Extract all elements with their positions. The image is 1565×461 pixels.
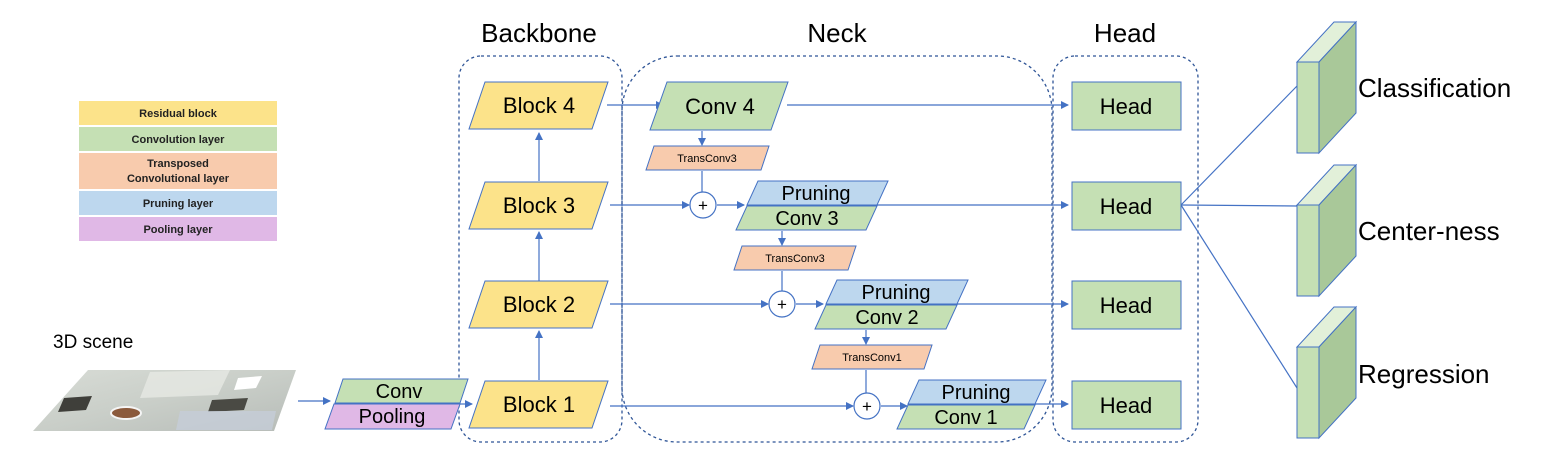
scene-image — [33, 370, 296, 431]
plus-node-3: + — [853, 392, 881, 420]
regression-label: Regression — [1358, 359, 1490, 389]
neck-conv-4: Conv 4 — [649, 81, 789, 131]
legend-residual-label: Residual block — [139, 108, 218, 120]
transconv1-label: TransConv1 — [842, 352, 902, 364]
output-box-classification — [1295, 20, 1358, 155]
backbone-title: Backbone — [481, 18, 597, 48]
block-1-label: Block 1 — [503, 392, 575, 417]
plus-node-1: + — [689, 191, 717, 219]
head-4: Head — [1071, 380, 1182, 430]
legend-pruning-label: Pruning layer — [143, 198, 214, 210]
pruning-1-label: Pruning — [942, 382, 1011, 404]
backbone-block-2: Block 2 — [468, 280, 609, 329]
neck-transconv1: TransConv1 — [811, 344, 933, 370]
transconv3-b-label: TransConv3 — [765, 253, 825, 265]
stem-conv-label: Conv — [376, 381, 423, 403]
output-box-regression — [1295, 305, 1358, 440]
neck-pruning-conv-1: Pruning Conv 1 — [896, 379, 1047, 430]
legend-transposed-label-1: Transposed — [147, 158, 209, 170]
head-2: Head — [1071, 181, 1182, 231]
conv-4-label: Conv 4 — [685, 94, 755, 119]
legend-transposed-swatch — [79, 153, 277, 189]
pruning-3-label: Pruning — [782, 183, 851, 205]
head-1: Head — [1071, 81, 1182, 131]
legend-conv-label: Convolution layer — [132, 134, 226, 146]
legend-residual-swatch — [79, 101, 277, 125]
head-3: Head — [1071, 280, 1182, 330]
neck-transconv3-b: TransConv3 — [733, 245, 857, 271]
conv-3-label: Conv 3 — [775, 208, 838, 230]
legend-transposed-label-2: Convolutional layer — [127, 173, 230, 185]
neck-title: Neck — [807, 18, 867, 48]
legend-pooling-label: Pooling layer — [143, 224, 213, 236]
head-title: Head — [1094, 18, 1156, 48]
classification-label: Classification — [1358, 73, 1511, 103]
legend: Residual block Convolution layer Transpo… — [79, 101, 277, 241]
legend-conv-swatch — [79, 127, 277, 151]
legend-pooling-swatch — [79, 217, 277, 241]
block-3-label: Block 3 — [503, 193, 575, 218]
conv-1-label: Conv 1 — [934, 407, 997, 429]
block-4-label: Block 4 — [503, 93, 575, 118]
plus-1-label: + — [698, 196, 708, 215]
legend-pruning-swatch — [79, 191, 277, 215]
stem-pooling-shape — [324, 403, 461, 430]
transconv3-a-label: TransConv3 — [677, 153, 737, 165]
stem-pooling-label: Pooling — [359, 406, 426, 428]
head-box — [1052, 55, 1199, 443]
scene-label: 3D scene — [53, 332, 133, 353]
pruning-2-label: Pruning — [862, 282, 931, 304]
plus-node-2: + — [768, 290, 796, 318]
neck-pruning-conv-3: Pruning Conv 3 — [735, 180, 889, 231]
stem-conv-pooling: Conv Pooling — [324, 378, 469, 430]
backbone-block-4: Block 4 — [468, 81, 609, 130]
head-4-label: Head — [1100, 393, 1153, 418]
backbone-block-3: Block 3 — [468, 181, 609, 230]
conv-2-label: Conv 2 — [855, 307, 918, 329]
backbone-block-1: Block 1 — [468, 380, 609, 429]
block-2-label: Block 2 — [503, 292, 575, 317]
head-1-label: Head — [1100, 94, 1153, 119]
backbone-box — [458, 55, 623, 443]
centerness-label: Center-ness — [1358, 216, 1500, 246]
plus-2-label: + — [777, 295, 787, 314]
output-box-centerness — [1295, 163, 1358, 298]
neck-pruning-conv-2: Pruning Conv 2 — [814, 279, 969, 330]
head-3-label: Head — [1100, 293, 1153, 318]
neck-transconv3-a: TransConv3 — [645, 145, 770, 171]
plus-3-label: + — [862, 397, 872, 416]
stem-conv-shape — [334, 378, 469, 404]
connectors — [298, 85, 1298, 410]
head-2-label: Head — [1100, 194, 1153, 219]
